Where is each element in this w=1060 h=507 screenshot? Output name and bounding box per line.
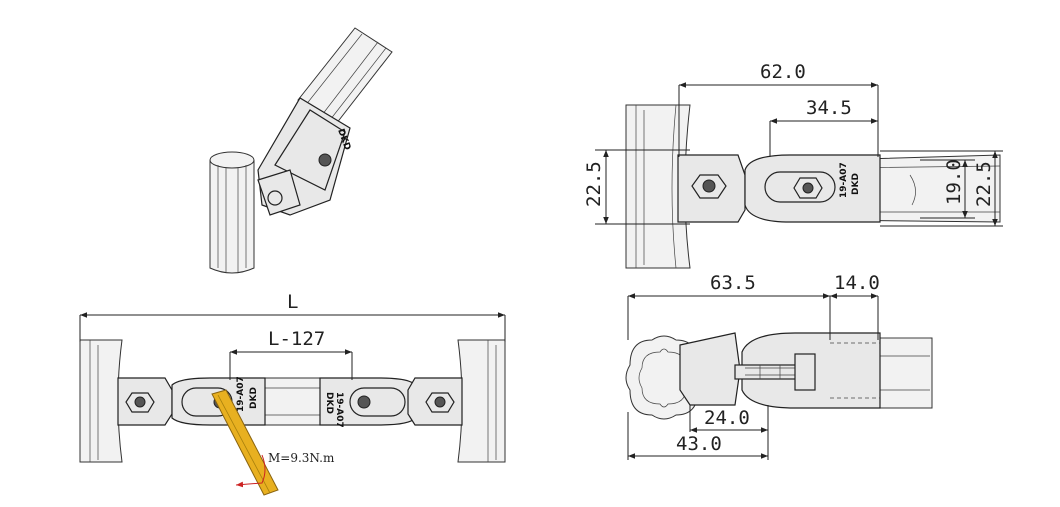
dim-34-5: 34.5 xyxy=(806,97,852,119)
side-clamp xyxy=(679,332,741,406)
dim-L: L xyxy=(287,291,298,313)
assembly-view: 19-A07 DKD DKD 19-A07 M=9.3N.m L L-127 xyxy=(79,291,506,496)
left-brand-stamp: DKD xyxy=(249,387,259,409)
torque-arrow xyxy=(235,454,266,488)
brand-stamp: DKD xyxy=(851,173,861,195)
dim-62: 62.0 xyxy=(760,61,806,83)
dim-24: 24.0 xyxy=(704,407,750,429)
isometric-view: DKD xyxy=(209,27,393,274)
dim-43: 43.0 xyxy=(676,433,722,455)
dim-22-5-left: 22.5 xyxy=(583,161,605,207)
model-stamp: 19-A07 xyxy=(839,162,849,198)
tube-end xyxy=(209,151,255,169)
left-model-stamp: 19-A07 xyxy=(236,376,246,412)
bolt-head xyxy=(318,153,332,167)
dim-19: 19.0 xyxy=(943,159,965,205)
dim-L-127: L-127 xyxy=(268,328,325,350)
dim-63-5: 63.5 xyxy=(710,272,756,294)
right-model-stamp: 19-A07 xyxy=(334,392,344,428)
side-view: 63.5 14.0 24.0 43.0 xyxy=(625,272,933,460)
dim-14: 14.0 xyxy=(834,272,880,294)
hex-wrench xyxy=(211,389,279,496)
right-tube xyxy=(457,339,506,463)
dim-22-5-right: 22.5 xyxy=(973,161,995,207)
left-tube xyxy=(79,339,123,463)
right-brand-stamp: DKD xyxy=(324,392,334,414)
torque-label: M=9.3N.m xyxy=(268,451,335,465)
vertical-tube xyxy=(209,160,255,274)
top-view: 19-A07 DKD 62.0 34.5 22.5 19.0 22.5 xyxy=(583,61,1003,269)
